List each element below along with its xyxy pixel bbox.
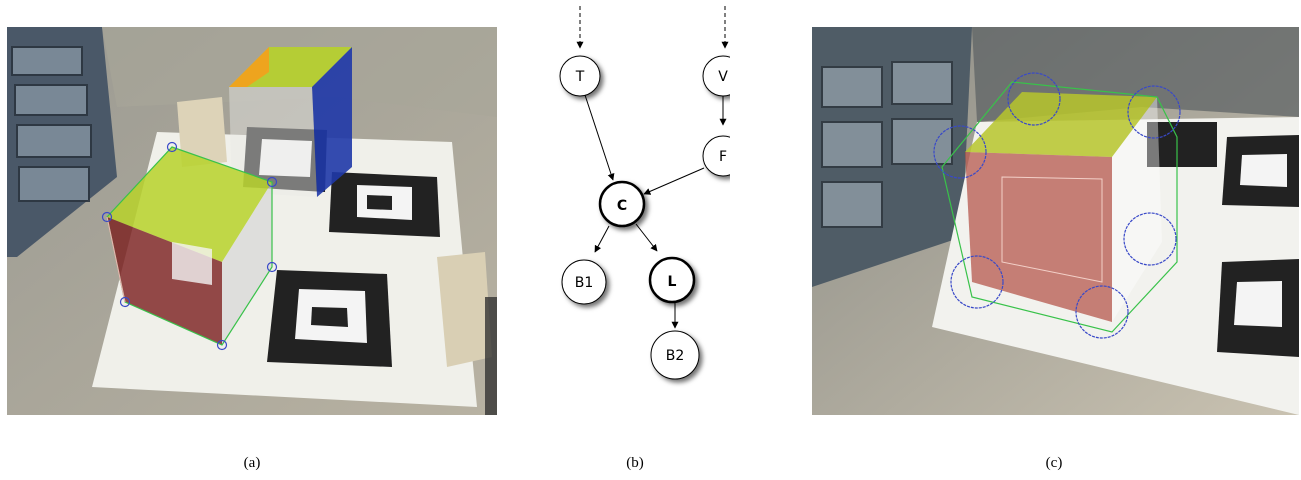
virtual-cube-lower [106,146,273,346]
wooden-block [437,252,492,367]
node-label-t: T [575,69,585,85]
edge-c-l [635,223,658,252]
node-l: L [648,256,696,304]
fiducial-marker [1217,259,1299,357]
edge-f-c [643,167,705,195]
node-c: C [598,180,646,228]
caption-b: (b) [626,455,644,471]
wooden-block [177,97,227,167]
dependency-graph: T V F C B1 L B2 [559,6,730,380]
node-label-l: L [668,274,677,290]
fiducial-marker [267,270,392,367]
fiducial-marker [1147,122,1217,167]
virtual-cube-closeup [941,81,1178,333]
node-label-v: V [718,69,728,85]
node-b2: B2 [650,330,700,380]
cube-handles[interactable] [101,141,278,351]
node-label-c: C [617,198,627,214]
cube-circular-handles[interactable] [933,72,1181,339]
edge-t-c [584,94,615,181]
node-f: F [702,135,730,177]
virtual-cube-upper [229,47,352,197]
fiducial-marker [243,127,327,192]
caption-a: (a) [243,455,261,471]
node-label-b2: B2 [666,348,685,364]
ar-scene-a-photo [7,27,497,415]
fiducial-marker [329,172,440,237]
fiducial-marker [1222,135,1299,207]
node-label-f: F [719,149,727,165]
edge-c-b1 [594,225,610,253]
node-label-b1: B1 [575,275,594,291]
ar-scene-c-photo [812,27,1299,415]
node-t: T [559,55,601,97]
node-b1: B1 [561,259,607,305]
node-v: V [702,55,730,97]
caption-c: (c) [1045,455,1063,471]
